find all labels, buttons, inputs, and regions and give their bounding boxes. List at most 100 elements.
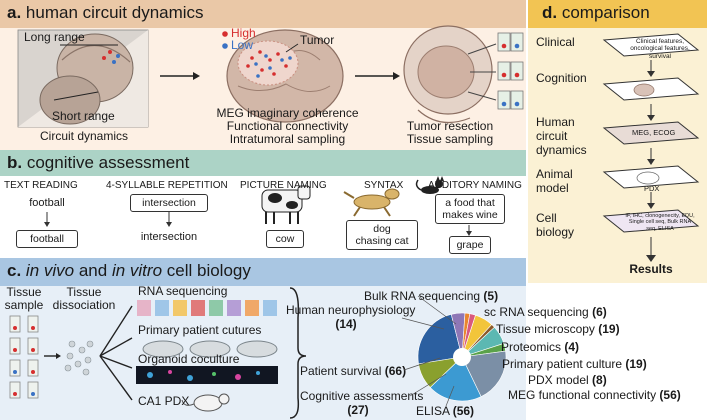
- pie-label-bulk-rna: Bulk RNA sequencing (5): [364, 289, 499, 304]
- pie-label-cognitive-assessments: Cognitive assessments (27): [300, 389, 424, 418]
- layer-animal-model-line2: model: [536, 180, 569, 195]
- panel-d-title: comparison: [561, 3, 650, 22]
- panel-d-letter: d.: [542, 3, 558, 22]
- panel-d-comparison: d. comparison Clinical Clinical features…: [528, 0, 707, 283]
- pie-label-elisa: ELISA (56): [416, 404, 475, 419]
- legend-low: Low: [231, 38, 254, 52]
- task-repetition-prompt: intersection: [130, 194, 208, 213]
- pie-chart: [417, 312, 507, 402]
- panel-b-letter: b.: [7, 153, 23, 172]
- tumor-label: Tumor: [300, 33, 335, 47]
- task-syntax-response: dog chasing cat: [346, 220, 418, 251]
- pie-label-pdx-model-value: (8): [592, 373, 607, 387]
- short-range-label: Short range: [52, 109, 115, 123]
- layer-animal-model-sheet: PDX: [644, 184, 660, 193]
- legend-high: High: [231, 26, 256, 40]
- task-auditory-naming-prompt-line2: makes wine: [442, 209, 498, 222]
- measure-sampling: Intratumoral sampling: [229, 132, 346, 146]
- layer-cell-biology-label: Cell biology: [536, 211, 575, 240]
- layer-cell-biology-sheet: IF, IHC, clonogenecity, EDU, Single cell…: [625, 213, 695, 232]
- pie-label-elisa-value: (56): [452, 404, 475, 418]
- results-label: Results: [629, 262, 673, 276]
- pie-label-proteomics-name: Proteomics: [501, 340, 562, 354]
- panel-b-title: cognitive assessment: [26, 153, 190, 172]
- pie-label-cognitive-value: (27): [347, 402, 369, 417]
- panel-c-title-em2: in vitro: [111, 261, 163, 280]
- pie-slice-meg-functional-connectivity: [461, 350, 507, 398]
- cat-icon: [415, 176, 444, 194]
- task-text-reading-heading: TEXT READING: [4, 180, 78, 191]
- output-organoid-coculture: Organoid coculture: [138, 352, 240, 366]
- task-syntax-response-line1: dog: [373, 223, 391, 235]
- panel-c-illustration: [9, 287, 507, 419]
- task-picture-naming-heading: PICTURE NAMING: [240, 180, 327, 191]
- tissue-sample-label: Tissue sample: [0, 285, 48, 313]
- pie-label-human-neurophysiology: Human neurophysiology (14): [286, 303, 416, 332]
- tissue-sampling-label: Tissue sampling: [406, 132, 494, 146]
- tissue-sample-line1: Tissue: [6, 285, 42, 299]
- layer-human-circuit-line3: dynamics: [536, 142, 587, 157]
- layer-animal-model-label: Animal model: [536, 167, 573, 196]
- brain-icon: [633, 83, 660, 185]
- tumor-resection-label: Tumor resection: [406, 119, 494, 133]
- layer-human-circuit-line2: circuit: [536, 128, 568, 143]
- mouse-icon: [181, 393, 230, 412]
- pie-label-bulk-rna-value: (5): [483, 289, 499, 303]
- task-repetition-heading: 4-SYLLABLE REPETITION: [106, 180, 228, 191]
- layer-human-circuit-sheet: MEG, ECOG: [632, 128, 676, 137]
- pie-label-tissue-microscopy: Tissue microscopy (19): [496, 322, 620, 337]
- panel-c-title-mid: and: [78, 261, 108, 280]
- pie-label-primary-culture-value: (19): [625, 357, 647, 371]
- pie-label-patient-survival-value: (66): [384, 364, 407, 378]
- layer-clinical-sheet: Clinical features, oncological features,…: [630, 38, 690, 60]
- pie-label-tissue-microscopy-name: Tissue microscopy: [496, 322, 595, 336]
- pie-label-pdx-model-name: PDX model: [528, 373, 589, 387]
- panel-c-letter: c.: [7, 261, 22, 280]
- layer-cognition-label: Cognition: [536, 71, 587, 85]
- task-picture-naming-response: cow: [266, 230, 304, 249]
- panel-c-cell-biology: c. in vivo and in vitro cell biology: [0, 258, 526, 420]
- pie-label-sc-rna-value: (6): [592, 305, 607, 319]
- layer-human-circuit-label: Human circuit dynamics: [536, 115, 587, 157]
- panel-d-header: d. comparison: [528, 0, 707, 28]
- panel-b-cognitive-assessment: b. cognitive assessment: [0, 150, 526, 256]
- panel-d-layer-stack: [602, 33, 700, 262]
- layer-cell-biology-line1: Cell: [536, 211, 557, 225]
- panel-a-title: human circuit dynamics: [25, 3, 204, 22]
- layer-cell-biology-line2: biology: [536, 224, 575, 239]
- dog-icon: [343, 188, 400, 217]
- output-ca1-pdx: CA1 PDX: [138, 394, 190, 408]
- task-repetition-response: intersection: [140, 231, 198, 243]
- panel-b-illustration: [44, 176, 472, 236]
- output-primary-cultures: Primary patient cutures: [138, 323, 262, 337]
- task-text-reading-prompt: football: [29, 197, 65, 209]
- pie-label-proteomics-value: (4): [564, 340, 580, 354]
- cow-icon: [261, 185, 311, 224]
- panel-a-letter: a.: [7, 3, 22, 22]
- task-syntax-heading: SYNTAX: [364, 180, 404, 191]
- pie-label-meg-functional-connectivity: MEG functional connectivity (56): [508, 388, 681, 403]
- tissue-sample-line2: sample: [4, 298, 44, 313]
- task-auditory-naming-response: grape: [449, 236, 491, 255]
- layer-human-circuit-line1: Human: [536, 115, 575, 129]
- output-rna-sequencing: RNA sequencing: [138, 284, 228, 298]
- panel-a-header: a. human circuit dynamics: [0, 0, 526, 28]
- panel-b-header: b. cognitive assessment: [0, 150, 526, 176]
- pie-label-cognitive-name: Cognitive assessments: [300, 389, 424, 403]
- panel-c-title-end: cell biology: [166, 261, 251, 280]
- task-text-reading-response: football: [16, 230, 78, 249]
- pie-label-patient-survival: Patient survival (66): [300, 364, 407, 379]
- panel-c-title-em: in vivo: [25, 261, 75, 280]
- tissue-dissociation-line2: dissociation: [52, 298, 116, 313]
- pie-label-bulk-rna-name: Bulk RNA sequencing: [364, 289, 481, 303]
- pie-label-elisa-name: ELISA: [416, 404, 450, 418]
- task-auditory-naming-prompt-line1: a food that: [445, 197, 495, 209]
- pie-label-human-neurophysiology-name: Human neurophysiology: [286, 303, 416, 317]
- measure-fc: Functional connectivity: [226, 119, 349, 133]
- task-auditory-naming-heading: AUDITORY NAMING: [428, 180, 522, 191]
- panel-c-header: c. in vivo and in vitro cell biology: [0, 258, 526, 286]
- pie-label-primary-patient-culture: Primary patient culture (19): [502, 357, 647, 372]
- measure-meg: MEG imaginary coherence: [216, 106, 359, 120]
- task-auditory-naming-prompt: a food that makes wine: [435, 194, 505, 225]
- pie-label-meg-fc-name: MEG functional connectivity: [508, 388, 657, 402]
